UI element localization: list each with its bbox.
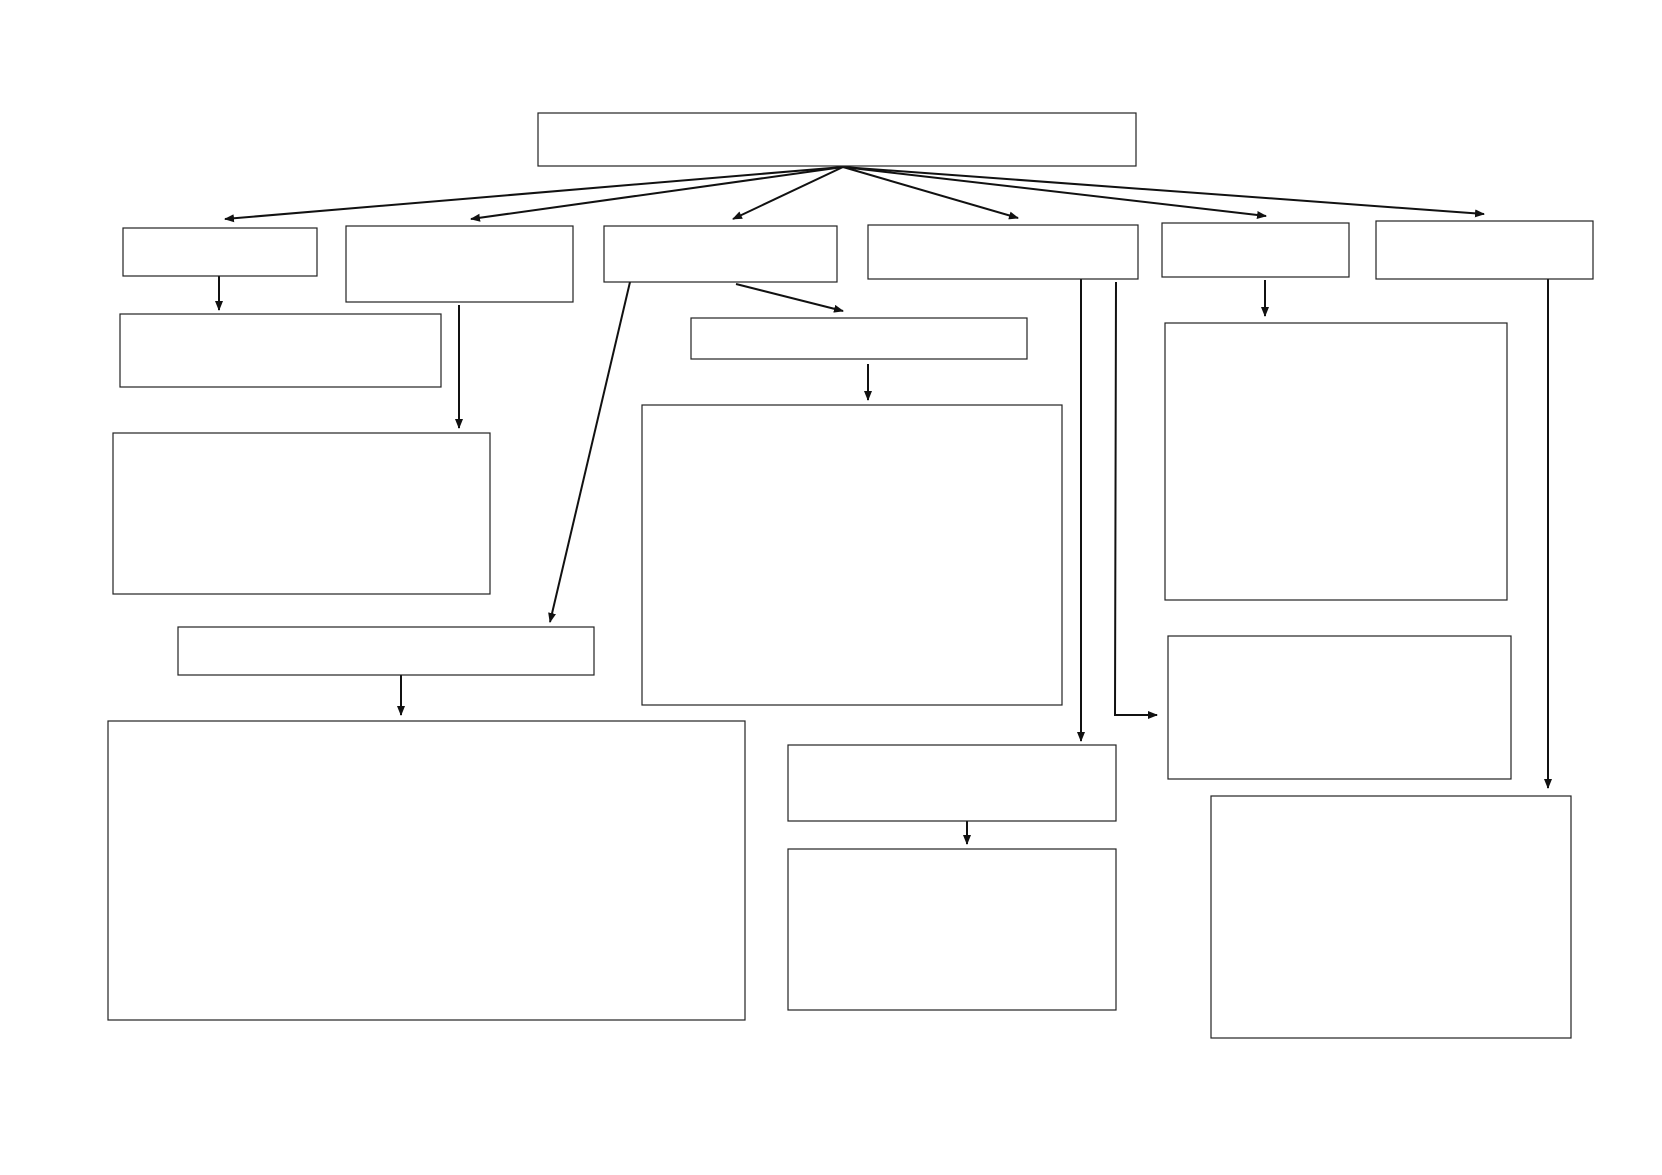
node-branch-4	[867, 224, 1139, 280]
node-layer	[107, 112, 1594, 1039]
node-branch-2-child	[112, 432, 491, 595]
node-branch-4-child	[787, 744, 1117, 822]
node-box-branch-4-child-child	[787, 848, 1117, 1011]
arrow-branch-3-to-branch-3-left	[548, 281, 631, 623]
node-branch-6	[1375, 220, 1594, 280]
node-box-branch-4-side	[1167, 635, 1512, 780]
arrow-root-to-branch-1	[224, 166, 844, 223]
node-box-branch-2	[345, 225, 574, 303]
node-box-branch-3-left	[177, 626, 595, 676]
node-box-branch-1	[122, 227, 318, 277]
arrow-root-to-branch-6	[842, 166, 1485, 218]
node-root	[537, 112, 1137, 167]
arrow-branch-3-to-branch-3-sub	[735, 283, 844, 313]
arrow-root-to-branch-5	[842, 166, 1267, 219]
arrow-root-to-branch-3	[732, 166, 844, 220]
node-box-branch-1-child	[119, 313, 442, 388]
node-box-branch-6	[1375, 220, 1594, 280]
connector-layer	[215, 166, 1552, 845]
node-branch-3-left-child	[107, 720, 746, 1021]
node-box-branch-3-left-child	[107, 720, 746, 1021]
node-branch-3-left	[177, 626, 595, 676]
node-branch-2	[345, 225, 574, 303]
node-box-root	[537, 112, 1137, 167]
node-branch-6-child	[1210, 795, 1572, 1039]
arrow-root-to-branch-2	[470, 166, 844, 222]
node-box-branch-5-child	[1164, 322, 1508, 601]
node-branch-5-child	[1164, 322, 1508, 601]
node-box-branch-3-sub	[690, 317, 1028, 360]
node-branch-3-sub-child	[641, 404, 1063, 706]
node-box-branch-4	[867, 224, 1139, 280]
arrow-root-to-branch-4	[842, 166, 1019, 220]
node-box-branch-6-child	[1210, 795, 1572, 1039]
node-branch-1-child	[119, 313, 442, 388]
node-box-branch-5	[1161, 222, 1350, 278]
node-branch-4-child-child	[787, 848, 1117, 1011]
node-branch-3	[603, 225, 838, 283]
node-branch-1	[122, 227, 318, 277]
node-branch-3-sub	[690, 317, 1028, 360]
node-box-branch-3	[603, 225, 838, 283]
node-box-branch-4-child	[787, 744, 1117, 822]
arrow-branch-4-to-branch-4-side	[1113, 281, 1158, 719]
node-box-branch-3-sub-child	[641, 404, 1063, 706]
node-box-branch-2-child	[112, 432, 491, 595]
node-branch-4-side	[1167, 635, 1512, 780]
node-branch-5	[1161, 222, 1350, 278]
